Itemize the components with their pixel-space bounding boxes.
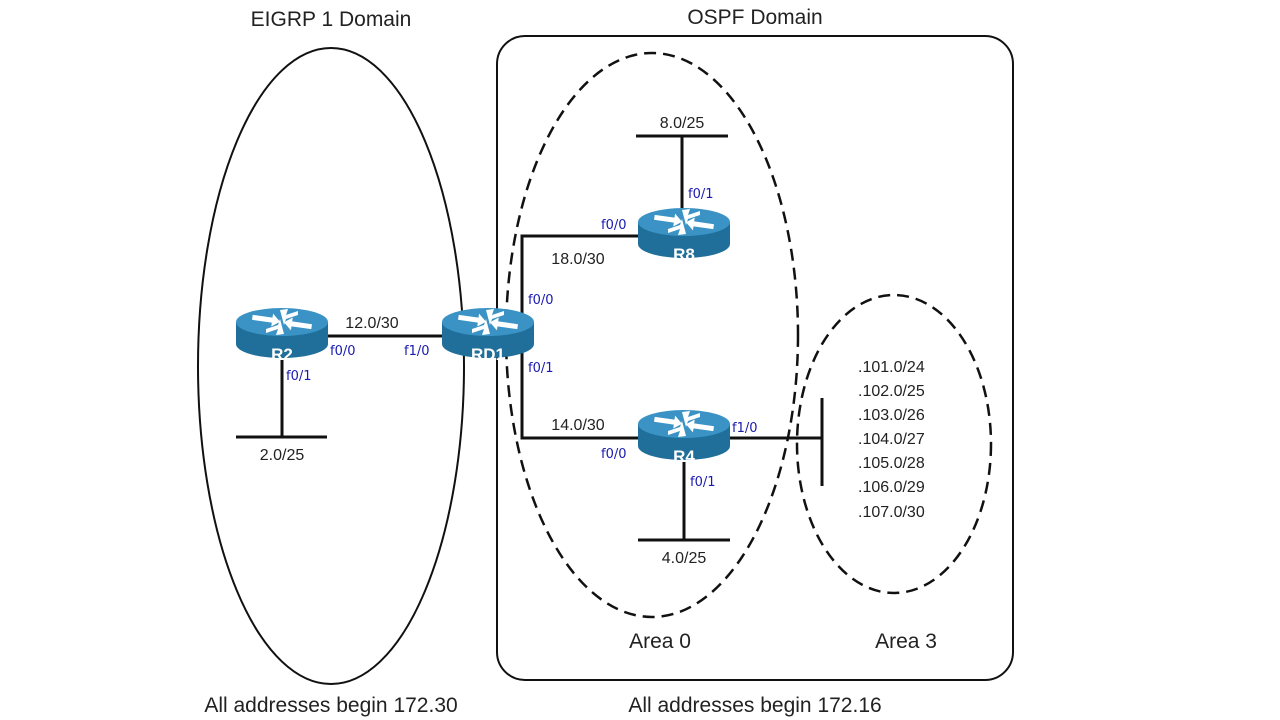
router-r2-label: R2 (271, 345, 293, 364)
router-r8[interactable]: R8 (638, 208, 730, 264)
network-label-r2-lan: 2.0/25 (260, 447, 305, 464)
area3-network-item: .104.0/27 (858, 431, 925, 448)
ospf-domain-title: OSPF Domain (687, 6, 822, 29)
area-3-label: Area 3 (875, 630, 937, 653)
router-r4[interactable]: R4 (638, 410, 730, 466)
eigrp-address-note: All addresses begin 172.30 (204, 694, 457, 717)
network-label-rd1-r8: 18.0/30 (551, 251, 604, 268)
eigrp-domain-title: EIGRP 1 Domain (251, 8, 412, 31)
link-rd1-r4 (520, 352, 638, 440)
area-0-label: Area 0 (629, 630, 691, 653)
area3-network-list: .101.0/24 .102.0/25 .103.0/26 .104.0/27 … (858, 359, 925, 521)
link-rd1-r8 (520, 234, 638, 326)
interface-label-r2-f0-0: f0/0 (330, 344, 356, 359)
ospf-address-note: All addresses begin 172.16 (628, 694, 881, 717)
area3-network-item: .106.0/29 (858, 479, 925, 496)
interface-label-rd1-f0-0: f0/0 (528, 293, 554, 308)
eigrp-domain-boundary (197, 47, 465, 685)
ospf-domain-boundary (496, 35, 1014, 681)
area-3-boundary (795, 293, 993, 595)
router-r8-label: R8 (673, 245, 695, 264)
interface-label-r4-f1-0: f1/0 (732, 421, 758, 436)
network-label-r2-rd1: 12.0/30 (345, 315, 398, 332)
interface-label-r2-f0-1: f0/1 (286, 369, 312, 384)
router-r2[interactable]: R2 (236, 308, 328, 364)
area3-network-item: .102.0/25 (858, 383, 925, 400)
interface-label-rd1-f1-0: f1/0 (404, 344, 430, 359)
area-0-boundary (504, 51, 800, 619)
router-r4-label: R4 (673, 447, 695, 466)
interface-label-r4-f0-1: f0/1 (690, 475, 716, 490)
network-label-r4-lan: 4.0/25 (662, 550, 707, 567)
area3-network-item: .101.0/24 (858, 359, 925, 376)
interface-label-rd1-f0-1: f0/1 (528, 361, 554, 376)
router-rd1-label: RD1 (471, 345, 505, 364)
interface-label-r8-f0-1: f0/1 (688, 187, 714, 202)
network-label-r8-lan: 8.0/25 (660, 115, 705, 132)
interface-label-r8-f0-0: f0/0 (601, 218, 627, 233)
area3-network-item: .107.0/30 (858, 504, 925, 521)
router-rd1[interactable]: RD1 (442, 308, 534, 364)
area3-network-item: .103.0/26 (858, 407, 925, 424)
area3-network-item: .105.0/28 (858, 455, 925, 472)
interface-label-r4-f0-0: f0/0 (601, 447, 627, 462)
network-label-rd1-r4: 14.0/30 (551, 417, 604, 434)
